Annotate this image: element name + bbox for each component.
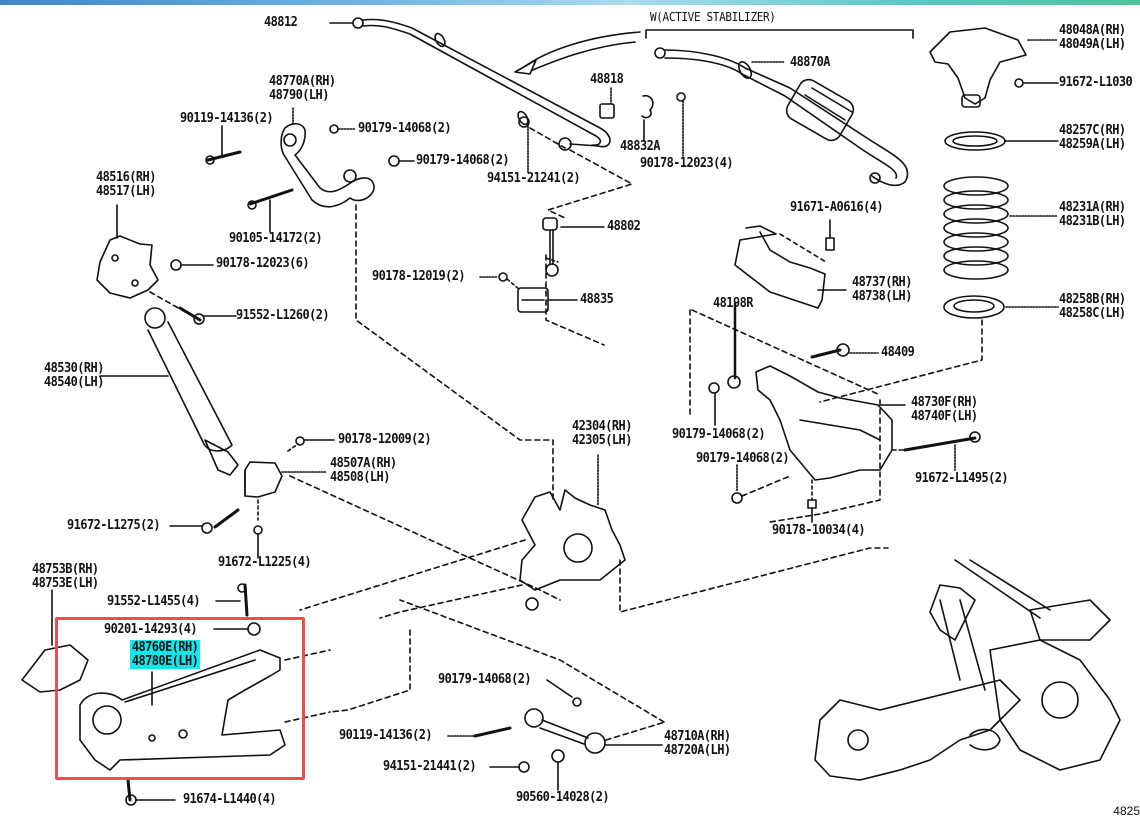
label-48517-lh[interactable]: 48517(LH) bbox=[96, 184, 156, 199]
upper-spring-mount-part[interactable] bbox=[929, 27, 1027, 108]
label-90560-14028[interactable]: 90560-14028(2) bbox=[516, 790, 610, 805]
figure-id: 4825 bbox=[1113, 804, 1140, 818]
spring-lower-insulator-part[interactable] bbox=[943, 295, 1005, 319]
label-48231A-rh[interactable]: 48231A(RH) bbox=[1059, 200, 1126, 215]
label-48048A-rh[interactable]: 48048A(RH) bbox=[1059, 23, 1126, 38]
knuckle-part[interactable] bbox=[519, 489, 626, 611]
label-48738-lh[interactable]: 48738(LH) bbox=[852, 289, 912, 304]
bolt-90119-icon bbox=[205, 150, 242, 165]
spring-upper-insulator-part[interactable] bbox=[944, 131, 1006, 151]
label-48516-rh[interactable]: 48516(RH) bbox=[96, 170, 156, 185]
label-48737-rh[interactable]: 48737(RH) bbox=[852, 275, 912, 290]
label-48530-rh[interactable]: 48530(RH) bbox=[44, 361, 104, 376]
label-91674-L1440[interactable]: 91674-L1440(4) bbox=[183, 792, 277, 807]
label-90119-14136-b[interactable]: 90119-14136(2) bbox=[339, 728, 433, 743]
label-91552-L1455[interactable]: 91552-L1455(4) bbox=[107, 594, 201, 609]
label-90178-10034[interactable]: 90178-10034(4) bbox=[772, 523, 866, 538]
selected-part-number-lh[interactable]: 48780E(LH) bbox=[130, 654, 201, 669]
label-48812[interactable]: 48812 bbox=[264, 15, 298, 30]
label-42304-rh[interactable]: 42304(RH) bbox=[572, 419, 632, 434]
bolt-90105-icon bbox=[247, 188, 294, 210]
selected-part-highlight-box bbox=[55, 617, 305, 780]
label-94151-21441[interactable]: 94151-21441(2) bbox=[383, 759, 477, 774]
label-48231B-lh[interactable]: 48231B(LH) bbox=[1059, 214, 1126, 229]
label-48710A-rh[interactable]: 48710A(RH) bbox=[664, 729, 731, 744]
label-48257C-rh[interactable]: 48257C(RH) bbox=[1059, 123, 1126, 138]
label-94151-21241[interactable]: 94151-21241(2) bbox=[487, 171, 581, 186]
label-48740F-lh[interactable]: 48740F(LH) bbox=[911, 409, 978, 424]
label-90179-14068-c[interactable]: 90179-14068(2) bbox=[672, 427, 766, 442]
label-91552-L1260[interactable]: 91552-L1260(2) bbox=[236, 308, 330, 323]
label-91672-L1275[interactable]: 91672-L1275(2) bbox=[67, 518, 161, 533]
assembly-overview-drawing bbox=[814, 559, 1121, 781]
label-48507A-rh[interactable]: 48507A(RH) bbox=[330, 456, 397, 471]
active-stabilizer-note: W(ACTIVE STABILIZER) bbox=[650, 10, 776, 24]
selected-part-label-rh[interactable]: 48760E(RH) bbox=[130, 640, 201, 655]
selected-part-label-lh[interactable]: 48780E(LH) bbox=[130, 654, 201, 669]
shock-lower-bracket-part[interactable] bbox=[244, 461, 283, 498]
bushing-48818-part[interactable] bbox=[599, 103, 615, 119]
stabilizer-link-part[interactable] bbox=[542, 217, 559, 277]
label-48720A-lh[interactable]: 48720A(LH) bbox=[664, 743, 731, 758]
label-42305-lh[interactable]: 42305(LH) bbox=[572, 433, 632, 448]
stabilizer-bushing-part[interactable] bbox=[517, 287, 549, 313]
shock-absorber-part[interactable] bbox=[144, 307, 239, 476]
coil-spring-part[interactable] bbox=[943, 176, 1009, 280]
selected-part-number-rh[interactable]: 48760E(RH) bbox=[130, 640, 201, 655]
label-48870A[interactable]: 48870A bbox=[790, 55, 830, 70]
bump-cover-part[interactable] bbox=[21, 644, 89, 693]
label-48770A-rh[interactable]: 48770A(RH) bbox=[269, 74, 336, 89]
label-48049A-lh[interactable]: 48049A(LH) bbox=[1059, 37, 1126, 52]
label-48802[interactable]: 48802 bbox=[607, 219, 641, 234]
upper-arm-part[interactable] bbox=[280, 122, 375, 208]
mudguard-part[interactable] bbox=[734, 225, 826, 309]
label-48790-lh[interactable]: 48790(LH) bbox=[269, 88, 329, 103]
lateral-link-part[interactable] bbox=[524, 708, 606, 754]
window-top-gradient-bar bbox=[0, 0, 1140, 5]
lower-control-arm-part[interactable] bbox=[755, 365, 893, 481]
label-90179-14068-d[interactable]: 90179-14068(2) bbox=[696, 451, 790, 466]
label-91672-L1495[interactable]: 91672-L1495(2) bbox=[915, 471, 1009, 486]
label-48409[interactable]: 48409 bbox=[881, 345, 915, 360]
shock-bracket-part[interactable] bbox=[96, 235, 159, 299]
label-48753B-rh[interactable]: 48753B(RH) bbox=[32, 562, 99, 577]
label-90178-12009[interactable]: 90178-12009(2) bbox=[338, 432, 432, 447]
label-48258B-rh[interactable]: 48258B(RH) bbox=[1059, 292, 1126, 307]
label-90201-14293[interactable]: 90201-14293(4) bbox=[104, 622, 198, 637]
bolt-90179-a-icon bbox=[329, 124, 356, 134]
label-90179-14068-a[interactable]: 90179-14068(2) bbox=[358, 121, 452, 136]
label-91672-L1225[interactable]: 91672-L1225(4) bbox=[218, 555, 312, 570]
nut-90179-b-icon bbox=[388, 155, 415, 167]
label-48832A[interactable]: 48832A bbox=[620, 139, 660, 154]
label-90178-12023-6[interactable]: 90178-12023(6) bbox=[216, 256, 310, 271]
label-48730F-rh[interactable]: 48730F(RH) bbox=[911, 395, 978, 410]
label-90178-12019[interactable]: 90178-12019(2) bbox=[372, 269, 466, 284]
label-91672-L1030[interactable]: 91672-L1030 bbox=[1059, 75, 1133, 90]
curved-arrow-icon bbox=[514, 31, 641, 75]
label-48835[interactable]: 48835 bbox=[580, 292, 614, 307]
label-48508-lh[interactable]: 48508(LH) bbox=[330, 470, 390, 485]
label-91671-A0616[interactable]: 91671-A0616(4) bbox=[790, 200, 884, 215]
label-90179-14068-e[interactable]: 90179-14068(2) bbox=[438, 672, 532, 687]
label-48753E-lh[interactable]: 48753E(LH) bbox=[32, 576, 99, 591]
bracket-48832A-part[interactable] bbox=[641, 94, 654, 119]
label-90178-12023-4[interactable]: 90178-12023(4) bbox=[640, 156, 734, 171]
label-48258C-lh[interactable]: 48258C(LH) bbox=[1059, 306, 1126, 321]
label-48198R[interactable]: 48198R bbox=[713, 296, 753, 311]
label-90179-14068-b[interactable]: 90179-14068(2) bbox=[416, 153, 510, 168]
label-48259A-lh[interactable]: 48259A(LH) bbox=[1059, 137, 1126, 152]
trailing-arm-part[interactable] bbox=[79, 649, 286, 771]
label-48818[interactable]: 48818 bbox=[590, 72, 624, 87]
label-90119-14136-a[interactable]: 90119-14136(2) bbox=[180, 111, 274, 126]
label-90105-14172[interactable]: 90105-14172(2) bbox=[229, 231, 323, 246]
label-48540-lh[interactable]: 48540(LH) bbox=[44, 375, 104, 390]
active-stabilizer-part[interactable] bbox=[654, 47, 909, 187]
